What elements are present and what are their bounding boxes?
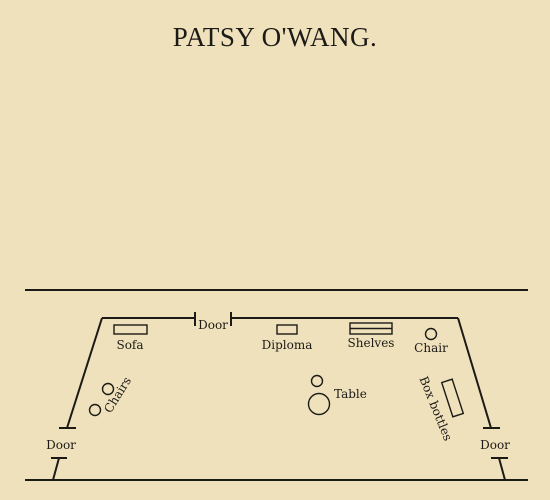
- back-wall: [102, 312, 458, 326]
- left-wall: [51, 317, 103, 481]
- table-circle: [307, 392, 331, 416]
- sofa-shape: [113, 324, 148, 335]
- chair-circle-lower: [88, 403, 102, 417]
- shelves-shape: [349, 322, 393, 335]
- table-stool-circle: [310, 374, 324, 388]
- diploma-shape: [276, 324, 298, 335]
- chair-label: Chair: [414, 341, 448, 355]
- door-right-label: Door: [480, 438, 510, 452]
- table-label: Table: [334, 387, 367, 401]
- diploma-label: Diploma: [262, 338, 313, 352]
- door-top-label: Door: [198, 318, 228, 332]
- box-bottles-shape: [440, 378, 465, 418]
- door-left-label: Door: [46, 438, 76, 452]
- chair-circle: [424, 327, 438, 341]
- shelves-label: Shelves: [348, 336, 395, 350]
- box-bottles-label: Box bottles: [416, 374, 455, 443]
- page-title: PATSY O'WANG.: [172, 22, 378, 52]
- right-wall: [457, 317, 508, 481]
- sofa-label: Sofa: [116, 338, 143, 352]
- chair-circle-upper: [101, 382, 115, 396]
